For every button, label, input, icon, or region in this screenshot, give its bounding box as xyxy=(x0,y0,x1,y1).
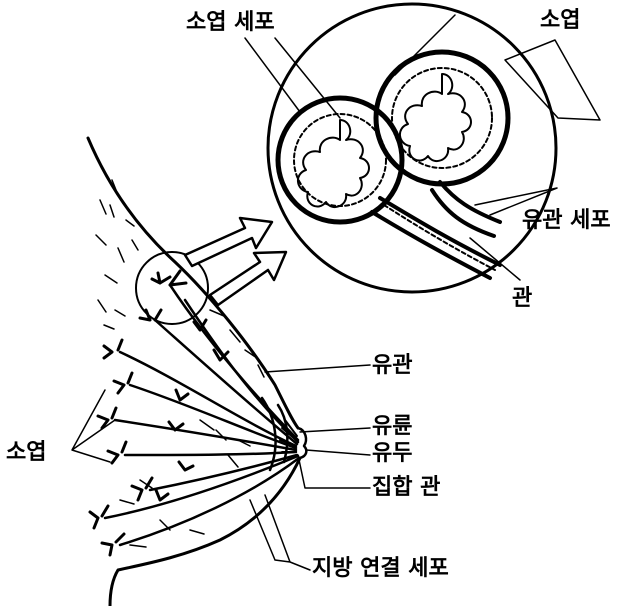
label-milk-duct: 유관 xyxy=(372,355,412,377)
label-duct: 관 xyxy=(512,288,532,310)
label-areola: 유륜 xyxy=(372,416,412,438)
label-lobule-cells: 소엽 세포 xyxy=(186,12,275,34)
label-collecting-duct: 집합 관 xyxy=(372,477,440,499)
alveoli xyxy=(278,52,508,222)
label-fat-connective: 지방 연결 세포 xyxy=(312,558,449,580)
label-lobules-left: 소엽 xyxy=(6,442,46,464)
label-lobule-top: 소엽 xyxy=(540,10,580,32)
magnified-circle xyxy=(268,4,556,292)
label-duct-cells: 유관 세포 xyxy=(522,210,611,232)
zoom-arrows xyxy=(185,218,286,305)
label-nipple: 유두 xyxy=(372,443,412,465)
